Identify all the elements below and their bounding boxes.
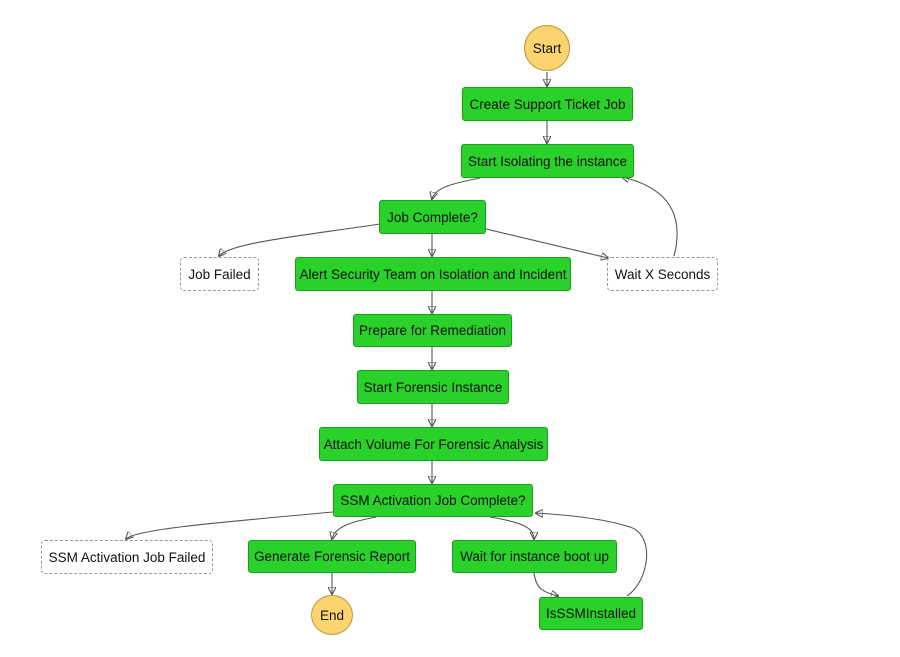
edge-ssm-complete-to-ssm-failed xyxy=(126,511,334,539)
create-support-ticket-job-node[interactable]: Create Support Ticket Job xyxy=(462,87,633,121)
wait-for-instance-boot-up-node[interactable]: Wait for instance boot up xyxy=(452,540,617,573)
job-failed-node[interactable]: Job Failed xyxy=(180,257,259,291)
ssm-activation-job-complete-node[interactable]: SSM Activation Job Complete? xyxy=(333,484,533,517)
alert-security-team-node[interactable]: Alert Security Team on Isolation and Inc… xyxy=(295,257,571,291)
edge-job-complete-to-wait-x xyxy=(485,228,608,258)
edge-ssm-complete-to-wait-boot xyxy=(489,516,534,539)
wait-x-seconds-node[interactable]: Wait X Seconds xyxy=(607,257,718,291)
edge-ssm-complete-to-generate-report xyxy=(332,516,377,539)
start-isolating-instance-node[interactable]: Start Isolating the instance xyxy=(461,144,634,178)
prepare-for-remediation-node[interactable]: Prepare for Remediation xyxy=(353,314,512,347)
edge-start-isolating-to-job-complete xyxy=(432,177,481,199)
edge-is-ssm-installed-to-ssm-complete xyxy=(536,513,648,597)
generate-forensic-report-node[interactable]: Generate Forensic Report xyxy=(248,540,416,573)
end-node[interactable]: End xyxy=(311,595,353,635)
attach-volume-node[interactable]: Attach Volume For Forensic Analysis xyxy=(319,427,548,461)
start-forensic-instance-node[interactable]: Start Forensic Instance xyxy=(357,370,509,404)
edge-wait-boot-to-is-ssm-installed xyxy=(533,572,558,596)
job-complete-node[interactable]: Job Complete? xyxy=(379,200,486,234)
ssm-activation-job-failed-node[interactable]: SSM Activation Job Failed xyxy=(41,540,213,574)
is-ssm-installed-node[interactable]: IsSSMInstalled xyxy=(539,597,643,630)
start-node[interactable]: Start xyxy=(524,25,570,71)
edge-job-complete-to-job-failed xyxy=(219,223,381,256)
edge-wait-x-to-start-isolating xyxy=(622,177,678,257)
